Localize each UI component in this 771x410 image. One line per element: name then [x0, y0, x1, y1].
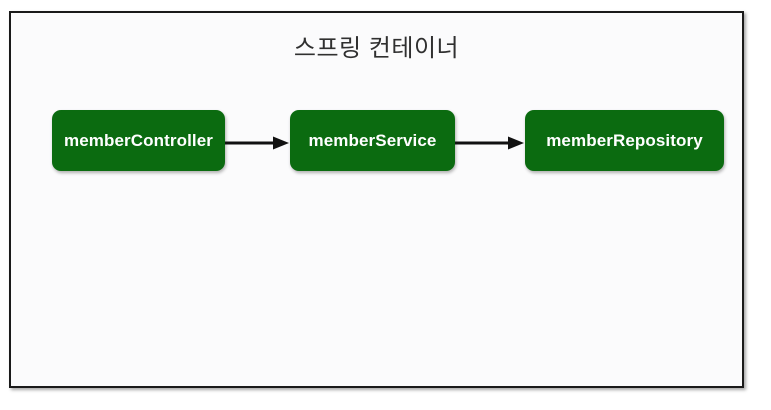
bean-node-member-controller[interactable]: memberController	[52, 110, 225, 171]
spring-container-title: 스프링 컨테이너	[293, 35, 460, 62]
arrow-controller-to-service	[225, 134, 290, 152]
arrow-service-to-repository	[455, 134, 525, 152]
bean-label: memberRepository	[546, 130, 703, 150]
bean-node-member-service[interactable]: memberService	[290, 110, 455, 171]
spring-container-frame: 스프링 컨테이너 memberController memberService …	[9, 11, 744, 388]
bean-label: memberController	[64, 130, 213, 150]
bean-label: memberService	[308, 130, 437, 150]
bean-node-member-repository[interactable]: memberRepository	[525, 110, 724, 171]
